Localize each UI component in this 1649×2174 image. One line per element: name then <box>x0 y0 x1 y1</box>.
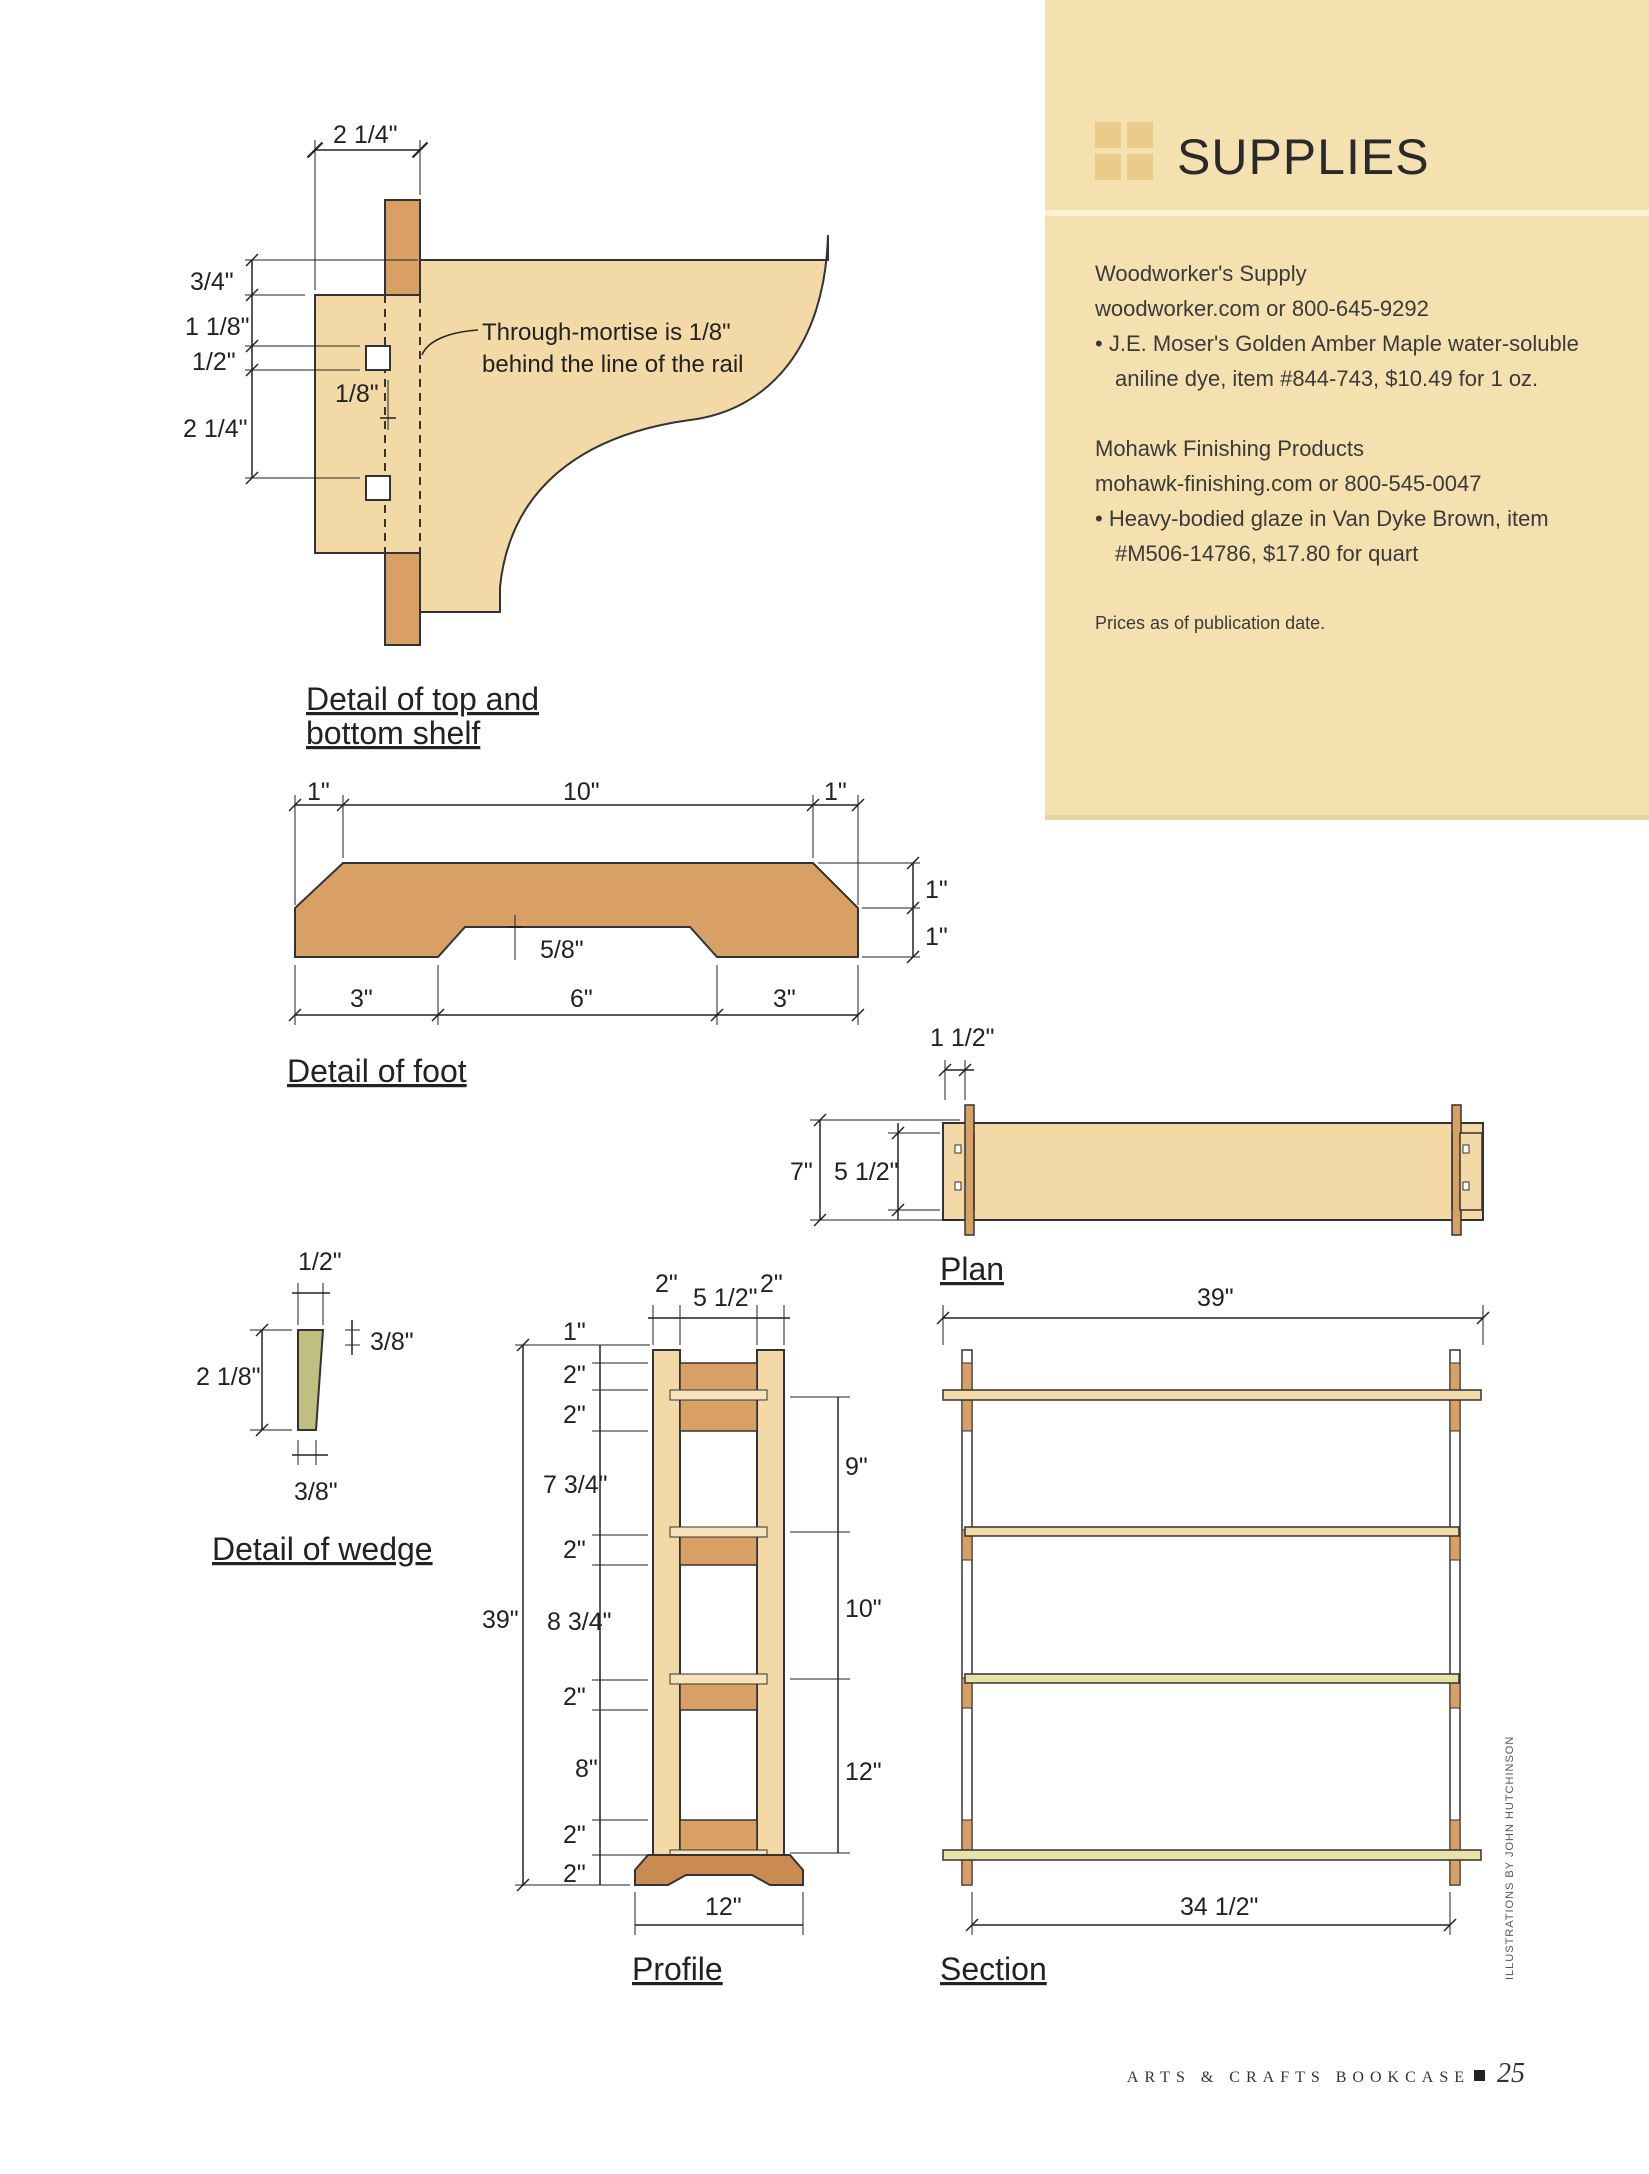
dim-wedge-top: 1/2" <box>298 1248 342 1276</box>
wedge-shape <box>297 1329 325 1431</box>
dim-end-left: 1" <box>307 778 330 806</box>
section-view: 39" 34 1/2" Section <box>936 1284 1490 1987</box>
rail-lower <box>384 552 421 646</box>
section-shelf <box>964 1526 1460 1537</box>
dim-profile-overall: 39" <box>482 1606 519 1634</box>
plan-shelf <box>942 1122 1484 1221</box>
dim-profile-right: 12" <box>845 1758 882 1786</box>
dim-profile-left: 2" <box>563 1860 586 1888</box>
vendor-contact[interactable]: mohawk-finishing.com or 800-545-0047 <box>1095 471 1482 496</box>
vendor: Mohawk Finishing Products mohawk-finishi… <box>1095 431 1615 571</box>
dim-profile-right: 10" <box>845 1595 882 1623</box>
caption-foot: Detail of foot <box>287 1053 467 1089</box>
caption-plan: Plan <box>940 1251 1004 1287</box>
section-shelf <box>964 1673 1460 1684</box>
footer-square-icon <box>1474 2070 1485 2081</box>
dim-b2: 6" <box>570 985 593 1013</box>
dim-b3: 3" <box>773 985 796 1013</box>
price-note: Prices as of publication date. <box>1095 613 1326 633</box>
dim-wedge-taper: 3/8" <box>370 1328 414 1356</box>
dim-profile-left: 2" <box>563 1536 586 1564</box>
dim-profile-left: 2" <box>563 1821 586 1849</box>
dim-h2: 1" <box>925 923 948 951</box>
page-footer: ARTS & CRAFTS BOOKCASE 25 <box>1127 2058 1525 2090</box>
dim-offset: 1/8" <box>335 380 379 408</box>
dim-profile-left: 1" <box>563 1318 586 1346</box>
supplies-bottom-rule <box>1045 815 1649 820</box>
dim-wedge-height: 2 1/8" <box>196 1363 260 1391</box>
shelf-detail: 2 1/4" 3/4" 1 1/8" 1/2" 2 1/4" 1/8" Thro… <box>183 121 829 751</box>
foot-shape <box>294 862 859 958</box>
profile-view: 2" 5 1/2" 2" 39" 1" 2" 2" 7 3/4" 2" 8 3/… <box>482 1270 882 1987</box>
illustration-credit: ILLUSTRATIONS BY JOHN HUTCHINSON <box>1504 1735 1516 1980</box>
caption-shelf-line1: Detail of top and <box>306 681 539 717</box>
plan-view: 1 1/2" 7" 5 1/2" Plan <box>790 1024 1484 1287</box>
vendor-item: • Heavy-bodied glaze in Van Dyke Brown, … <box>1095 506 1549 566</box>
through-mortise <box>365 475 391 501</box>
wedge-detail: 1/2" 3/8" 2 1/8" 3/8" Detail of wedge <box>196 1248 433 1567</box>
profile-post-right <box>756 1349 785 1856</box>
profile-foot <box>634 1854 804 1886</box>
dim-profile-right: 9" <box>845 1453 868 1481</box>
caption-wedge: Detail of wedge <box>212 1531 433 1567</box>
vendor-name: Woodworker's Supply <box>1095 261 1307 286</box>
dim-section-inner: 34 1/2" <box>1180 1893 1258 1921</box>
page-number: 25 <box>1497 2058 1525 2089</box>
dim-inner: 5 1/2" <box>834 1158 898 1186</box>
dim-width: 2 1/4" <box>333 121 397 149</box>
dim-profile-top-r: 2" <box>760 1270 783 1298</box>
profile-post-left <box>652 1349 681 1856</box>
dim-profile-left: 2" <box>563 1361 586 1389</box>
through-mortise <box>365 345 391 371</box>
footer-title: ARTS & CRAFTS BOOKCASE <box>1126 2069 1470 2086</box>
supplies-divider <box>1045 210 1649 216</box>
supplies-panel: SUPPLIES Woodworker's Supply woodworker.… <box>1045 0 1649 820</box>
dim-b1: 3" <box>350 985 373 1013</box>
dim-profile-top-m: 5 1/2" <box>693 1284 757 1312</box>
vendor-contact[interactable]: woodworker.com or 800-645-9292 <box>1095 296 1429 321</box>
dim-profile-left: 2" <box>563 1401 586 1429</box>
caption-shelf-line2: bottom shelf <box>306 715 480 751</box>
foot-detail: 1" 10" 1" 1" 1" 5/8" <box>287 778 948 1089</box>
shelf-side-board <box>314 234 829 613</box>
dim-d1: 3/4" <box>190 268 234 296</box>
dim-post: 1 1/2" <box>930 1024 994 1052</box>
section-shelf-top <box>942 1389 1482 1401</box>
dim-d4: 2 1/4" <box>183 415 247 443</box>
vendor: Woodworker's Supply woodworker.com or 80… <box>1095 256 1615 396</box>
dim-profile-left: 8 3/4" <box>547 1608 611 1636</box>
supplies-icon <box>1095 122 1155 182</box>
dim-wedge-bottom: 3/8" <box>294 1478 338 1506</box>
dim-end-right: 1" <box>824 778 847 806</box>
annotation-line2: behind the line of the rail <box>482 351 744 378</box>
profile-rail <box>679 1534 758 1566</box>
profile-rail-bottom <box>679 1819 758 1856</box>
dim-profile-top-l: 2" <box>655 1270 678 1298</box>
rail-upper <box>384 199 421 296</box>
plan-post-left <box>964 1104 975 1236</box>
dim-section-overall: 39" <box>1197 1284 1234 1312</box>
vendor-item: • J.E. Moser's Golden Amber Maple water-… <box>1095 331 1579 391</box>
dim-profile-bottom: 12" <box>705 1893 742 1921</box>
supplies-list: Woodworker's Supply woodworker.com or 80… <box>1095 256 1615 641</box>
dim-middle: 10" <box>563 778 600 806</box>
dim-h1: 1" <box>925 876 948 904</box>
dim-d3: 1/2" <box>192 348 236 376</box>
dim-profile-left: 7 3/4" <box>543 1471 607 1499</box>
supplies-title: SUPPLIES <box>1177 129 1430 185</box>
dim-profile-left: 8" <box>575 1755 598 1783</box>
dim-outer: 7" <box>790 1158 813 1186</box>
vendor-name: Mohawk Finishing Products <box>1095 436 1365 461</box>
section-shelf-bottom <box>942 1849 1482 1861</box>
dim-notch: 5/8" <box>540 936 584 964</box>
dim-d2: 1 1/8" <box>185 313 249 341</box>
caption-profile: Profile <box>632 1951 723 1987</box>
dim-profile-left: 2" <box>563 1683 586 1711</box>
caption-section: Section <box>940 1951 1047 1987</box>
annotation-line1: Through-mortise is 1/8" <box>482 319 731 346</box>
